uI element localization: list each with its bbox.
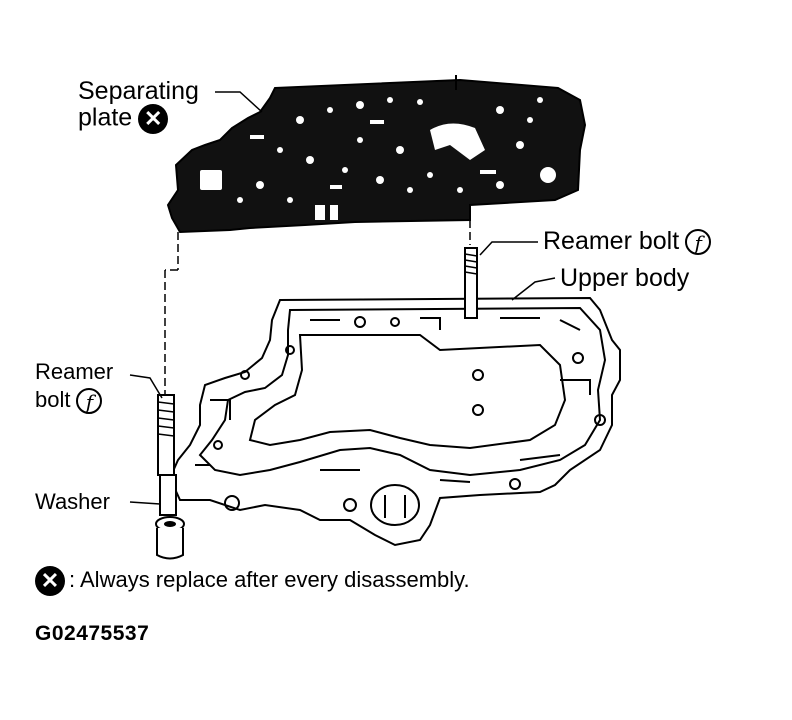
tightening-symbol-icon: f <box>76 388 103 415</box>
separating-plate-label: Separating <box>78 77 199 105</box>
separating-plate <box>166 75 587 234</box>
washer-label: Washer <box>35 489 110 514</box>
figure-code: G02475537 <box>35 622 150 645</box>
washer <box>155 516 185 560</box>
tightening-symbol-icon: f <box>685 229 712 256</box>
upper-body-label: Upper body <box>560 264 690 292</box>
legend-replace-note: ✕: Always replace after every disassembl… <box>35 566 470 596</box>
replace-symbol-icon: ✕ <box>35 566 65 596</box>
reamer-bolt-right <box>464 247 478 319</box>
separating-plate-label-line2: plate✕ <box>78 104 169 134</box>
upper-body <box>168 296 621 547</box>
reamer-bolt-left <box>157 394 177 516</box>
leader-lines <box>129 91 556 505</box>
replace-symbol-icon: ✕ <box>138 104 169 134</box>
reamer-bolt-left-label: Reamer <box>35 359 114 384</box>
